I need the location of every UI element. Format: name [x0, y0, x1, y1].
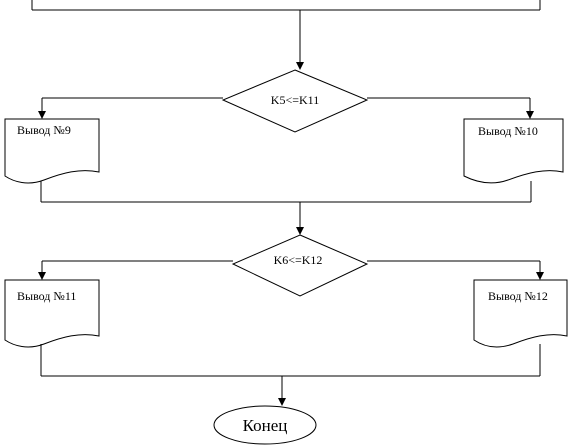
decision-k5-k11-label: K5<=K11	[271, 93, 319, 107]
terminal-end: Конец	[213, 405, 317, 445]
merge-2	[40, 344, 541, 406]
output-10: Вывод №10	[463, 118, 564, 184]
output-9: Вывод №9	[4, 118, 100, 184]
decision-k6-k12: K6<=K12	[231, 234, 369, 297]
output-12-label: Вывод №12	[488, 289, 548, 303]
decision-k6-k12-label: K6<=K12	[274, 253, 323, 267]
output-10-label: Вывод №10	[478, 124, 538, 138]
output-12: Вывод №12	[473, 279, 568, 348]
output-9-label: Вывод №9	[17, 123, 71, 137]
output-11: Вывод №11	[4, 279, 100, 348]
decision-2-branches	[38, 260, 544, 280]
decision-1-branches	[38, 97, 534, 119]
output-11-label: Вывод №11	[17, 289, 76, 303]
decision-k5-k11: K5<=K11	[221, 69, 369, 133]
terminal-end-label: Конец	[243, 416, 288, 435]
merge-1	[40, 181, 532, 235]
top-connector	[31, 0, 541, 70]
